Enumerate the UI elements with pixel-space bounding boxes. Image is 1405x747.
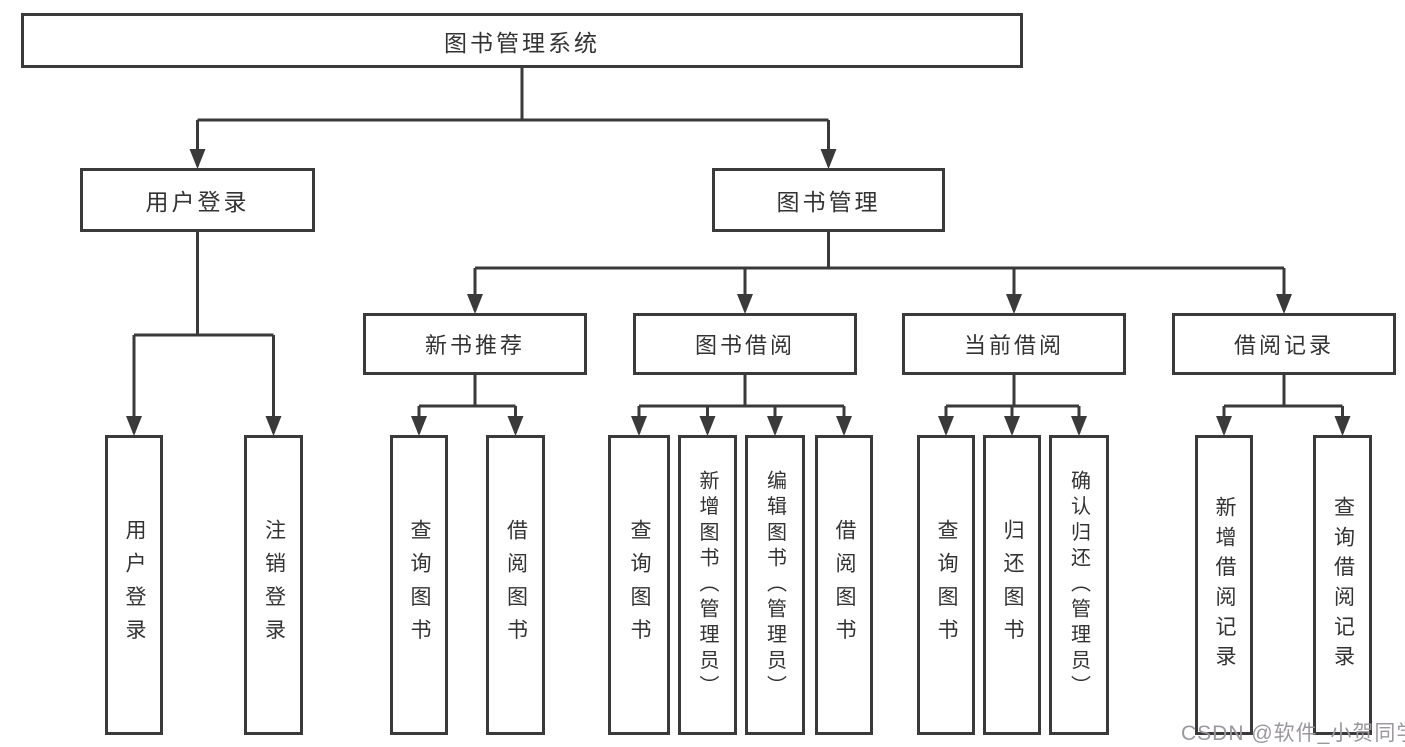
node-current-borrowing: 当前借阅 [902, 313, 1126, 375]
leaf-add-borrow-record: 新增借阅记录 [1195, 435, 1253, 735]
leaf-confirm-return-admin: 确认归还（管理员） [1049, 435, 1109, 735]
leaf-query-borrow-record-label: 查询借阅记录 [1331, 495, 1355, 675]
leaf-borrow-books-1: 借阅图书 [486, 435, 545, 735]
leaf-return-books: 归还图书 [983, 435, 1041, 735]
leaf-add-book-admin: 新增图书（管理员） [678, 435, 737, 735]
node-book-borrowing: 图书借阅 [633, 313, 857, 375]
leaf-query-books-2-label: 查询图书 [628, 518, 651, 652]
leaf-logout-login: 注销登录 [244, 435, 303, 735]
watermark: CSDN @软件_小贺同学 [1181, 722, 1405, 745]
leaf-borrow-books-1-label: 借阅图书 [504, 518, 528, 652]
leaf-borrow-books-2-label: 借阅图书 [833, 518, 856, 652]
leaf-edit-book-admin: 编辑图书（管理员） [745, 435, 805, 735]
leaf-add-borrow-record-label: 新增借阅记录 [1213, 495, 1236, 675]
node-book-management-system: 图书管理系统 [21, 13, 1023, 68]
node-user-login: 用户登录 [80, 168, 315, 232]
leaf-add-book-admin-label: 新增图书（管理员） [696, 469, 718, 701]
leaf-return-books-label: 归还图书 [1001, 518, 1024, 652]
leaf-query-books-3-label: 查询图书 [935, 518, 958, 652]
leaf-query-books-1: 查询图书 [390, 435, 448, 735]
node-new-book-recommend: 新书推荐 [363, 313, 587, 375]
leaf-logout-login-label: 注销登录 [262, 518, 286, 652]
leaf-query-borrow-record: 查询借阅记录 [1313, 435, 1372, 735]
leaf-query-books-1-label: 查询图书 [408, 518, 431, 652]
node-borrowing-records: 借阅记录 [1172, 313, 1396, 375]
leaf-edit-book-admin-label: 编辑图书（管理员） [763, 469, 786, 701]
leaf-user-login-label: 用户登录 [123, 518, 146, 652]
leaf-confirm-return-admin-label: 确认归还（管理员） [1067, 469, 1090, 701]
leaf-query-books-3: 查询图书 [917, 435, 975, 735]
node-book-management: 图书管理 [712, 168, 945, 232]
leaf-user-login: 用户登录 [105, 435, 163, 735]
leaf-borrow-books-2: 借阅图书 [815, 435, 873, 735]
leaf-query-books-2: 查询图书 [608, 435, 670, 735]
